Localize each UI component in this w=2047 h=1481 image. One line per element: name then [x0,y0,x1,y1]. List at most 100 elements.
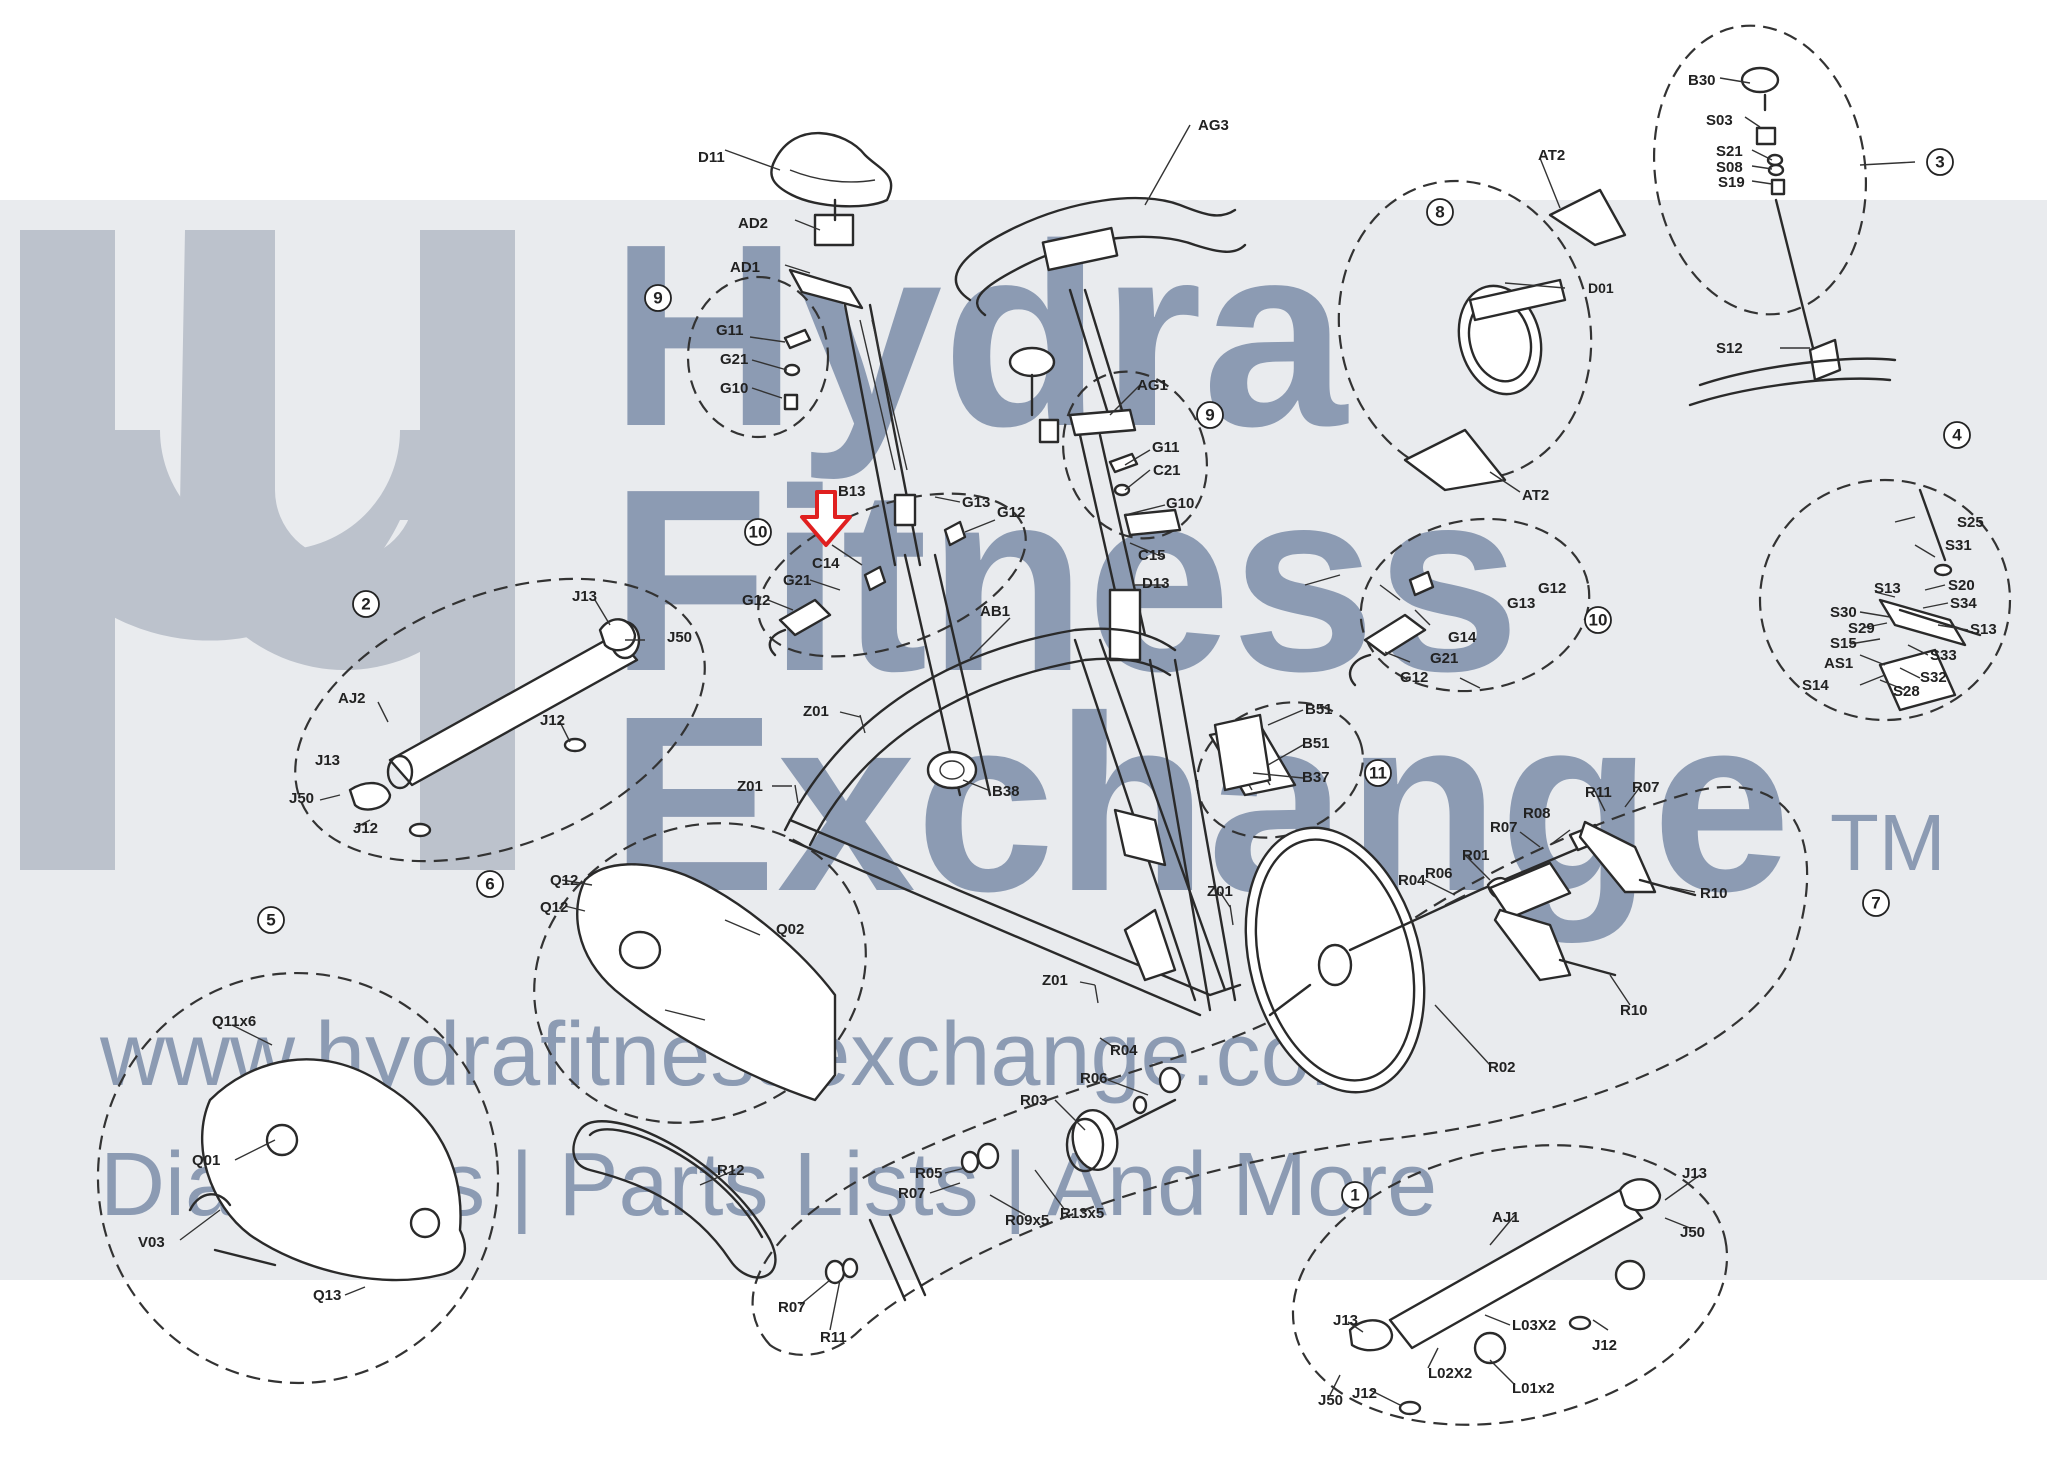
seat-post-bushing-part [893,493,917,527]
svg-text:3: 3 [1935,153,1944,172]
label-R11a: R11 [1585,784,1612,801]
label-R01: R01 [1462,847,1490,864]
front-stabilizer-part [1348,1178,1662,1416]
crank-part [824,1142,1000,1302]
label-J12a: J12 [540,712,565,729]
group-callout-10-right: 10 [1584,606,1612,634]
seat-part [770,131,893,247]
label-S21: S21 [1716,143,1743,160]
label-C15: C15 [1138,547,1166,564]
label-S20: S20 [1948,577,1975,594]
label-S03: S03 [1706,112,1733,129]
svg-text:10: 10 [749,523,768,542]
label-L03X2: L03X2 [1512,1317,1556,1334]
label-L01x2: L01x2 [1512,1380,1555,1397]
handlebar-post-part [1008,346,1147,662]
label-J13a: J13 [572,588,597,605]
label-B30: B30 [1688,72,1716,89]
label-R09x5: R09x5 [1005,1212,1049,1229]
label-L02X2: L02X2 [1428,1365,1472,1382]
pulley-part [1065,1066,1182,1173]
label-Q12b: Q12 [540,899,568,916]
group-callout-9-right: 9 [1196,401,1224,429]
label-R08: R08 [1523,805,1551,822]
label-Q12a: Q12 [550,872,578,889]
group-callouts: 1 2 3 4 5 6 7 8 9 9 10 10 11 [257,148,1971,1209]
label-G11a: G11 [716,322,744,339]
seat-knob-part [783,328,812,411]
label-AD2: AD2 [738,215,768,232]
part-labels: D11 AD2 AD1 AG3 AG1 AT2 D01 AT2 B30 S03 … [138,72,1997,1409]
label-S33: S33 [1930,647,1957,664]
watermark-trademark: TM [1830,798,1946,887]
sprocket-part [1403,188,1627,492]
parts [188,66,1982,1416]
label-D11: D11 [698,149,725,166]
label-J13d: J13 [1333,1312,1358,1329]
label-G13b: G13 [1507,595,1535,612]
label-S29: S29 [1848,620,1875,637]
label-AJ1: AJ1 [1492,1209,1520,1226]
label-J50c: J50 [1680,1224,1705,1241]
label-C14: C14 [812,555,840,572]
group-callout-11: 11 [1364,759,1392,787]
leader-lines [179,77,1969,1406]
label-R06b: R06 [1080,1070,1108,1087]
label-B51a: B51 [1305,701,1333,718]
group-callout-5: 5 [257,906,285,934]
label-G21a: G21 [720,351,748,368]
label-J13c: J13 [1682,1165,1707,1182]
flywheel-part [1244,820,1697,1094]
label-J13b: J13 [315,752,340,769]
svg-text:9: 9 [653,289,662,308]
fasteners-part [794,714,1234,1004]
label-S34: S34 [1950,595,1977,612]
label-AS1: AS1 [1824,655,1853,672]
label-G12c: G12 [1538,580,1566,597]
label-R05: R05 [915,1165,943,1182]
svg-text:6: 6 [485,875,494,894]
label-Z01d: Z01 [1042,972,1068,989]
brake-lever-part [1348,570,1435,687]
label-G12d: G12 [1400,669,1428,686]
label-R07d: R07 [778,1299,806,1316]
label-D01: D01 [1588,280,1614,296]
chain-guard-part [576,863,837,1102]
tension-knob-part [1688,66,1897,407]
label-S13a: S13 [1874,580,1901,597]
handlebar-knob-part [1108,452,1182,537]
label-Q11x6: Q11x6 [212,1013,256,1030]
label-B51b: B51 [1302,735,1330,752]
svg-text:9: 9 [1205,406,1214,425]
watermark-logo-icon [20,230,515,870]
handlebar-part [954,196,1247,422]
label-S15: S15 [1830,635,1857,652]
label-J50d: J50 [1318,1392,1343,1409]
label-B37: B37 [1302,769,1330,786]
label-R04b: R04 [1110,1042,1138,1059]
svg-text:10: 10 [1589,611,1608,630]
label-R07b: R07 [1490,819,1518,836]
label-R07c: R07 [898,1185,926,1202]
label-S31: S31 [1945,537,1972,554]
label-G12a: G12 [997,504,1025,521]
label-R02: R02 [1488,1059,1516,1076]
seat-lever-part [768,520,967,657]
label-S30: S30 [1830,604,1857,621]
group-callout-9-left: 9 [644,284,672,312]
label-S19: S19 [1718,174,1745,191]
svg-text:2: 2 [361,595,370,614]
label-AG3: AG3 [1198,117,1229,134]
seat-slider-part [788,268,864,310]
watermark: Hydra Fitness Exchange TM www.hydrafitne… [0,191,2047,1280]
label-R10a: R10 [1700,885,1728,902]
label-J50b: J50 [289,790,314,807]
label-R07a: R07 [1632,779,1660,796]
label-S14: S14 [1802,677,1829,694]
pedal-part [1878,488,1982,712]
watermark-line1: Hydra [610,191,1349,482]
svg-text:5: 5 [266,911,275,930]
label-S28: S28 [1893,683,1920,700]
label-S12: S12 [1716,340,1743,357]
